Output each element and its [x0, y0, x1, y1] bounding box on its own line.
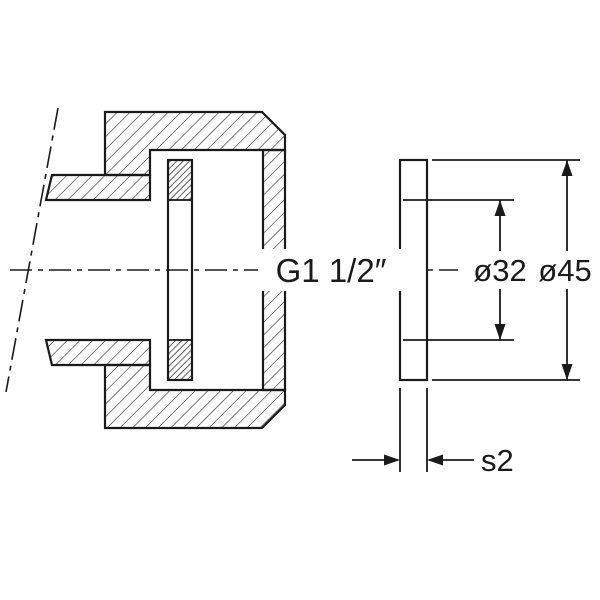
pipe-top-wall-section — [44, 173, 152, 202]
dim-thickness — [352, 388, 474, 472]
outer-diameter-label: ø45 — [538, 253, 591, 288]
fitting-bottom-section — [103, 363, 287, 430]
gasket-side-view — [398, 158, 429, 382]
pipe-bottom-wall-section — [44, 338, 152, 367]
thickness-label: s2 — [481, 443, 514, 478]
dim-arrow-right — [384, 454, 400, 466]
fitting-section-view — [44, 110, 287, 430]
dim-arrow-up — [561, 160, 573, 176]
dim-arrow-down — [561, 364, 573, 380]
fitting-top-section — [103, 110, 287, 177]
outer-diameter-label-backing — [534, 251, 596, 289]
gasket-side-profile — [398, 158, 429, 382]
inner-diameter-label: ø32 — [473, 253, 526, 288]
dim-arrow-down — [494, 324, 506, 340]
gasket-bottom-cross-section — [167, 339, 193, 381]
dim-inner-diameter — [403, 199, 514, 341]
gasket-top-cross-section — [167, 159, 193, 201]
thread-label-backing — [258, 249, 404, 291]
dim-arrow-up — [494, 200, 506, 216]
dim-arrow-left — [427, 454, 443, 466]
thread-size-label: G1 1/2″ — [276, 252, 387, 289]
inner-diameter-label-backing — [469, 251, 531, 289]
diagonal-axis-line — [5, 107, 59, 393]
